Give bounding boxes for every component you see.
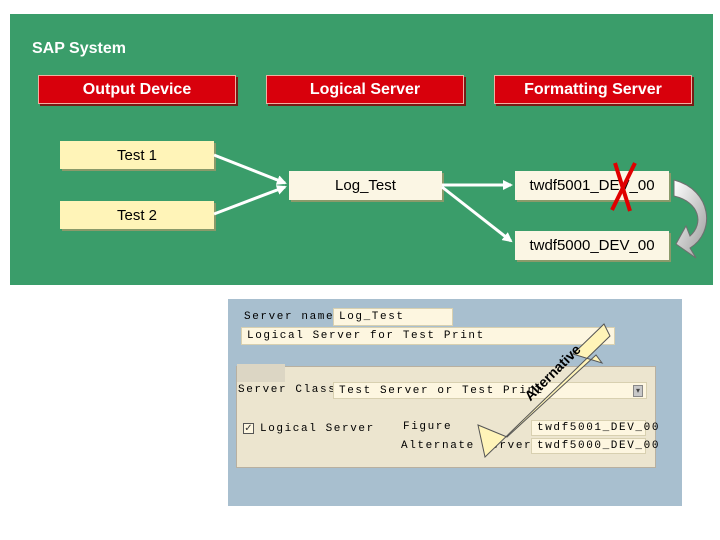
server-class-label: Server Class	[238, 384, 337, 396]
server-name-input[interactable]: Log_Test	[333, 308, 453, 326]
logical-server-checkbox[interactable]: ✓	[243, 423, 254, 434]
server-name-label: Server name	[244, 311, 335, 323]
dropdown-icon[interactable]: ▾	[633, 385, 643, 397]
formatting-server-header: Formatting Server	[494, 75, 692, 104]
group-tab	[237, 364, 285, 382]
figure-server-input[interactable]: twdf5001_DEV_00	[531, 420, 658, 436]
logical-server-checkbox-label: Logical Server	[260, 423, 375, 435]
alternate-server-input[interactable]: twdf5000_DEV_00	[531, 438, 658, 454]
output-device-test1: Test 1	[60, 141, 214, 169]
server-class-select[interactable]: Test Server or Test Print	[333, 382, 647, 399]
sap-system-title: SAP System	[32, 40, 126, 57]
server-description-input[interactable]: Logical Server for Test Print	[241, 327, 615, 345]
output-device-header: Output Device	[38, 75, 236, 104]
alternate-servers-label: Alternate Servers	[401, 440, 541, 452]
output-device-test2: Test 2	[60, 201, 214, 229]
logical-server-header: Logical Server	[266, 75, 464, 104]
figure-label: Figure	[403, 421, 453, 433]
formatting-server-primary: twdf5001_DEV_00	[515, 171, 669, 200]
logical-server-box: Log_Test	[289, 171, 442, 200]
formatting-server-alternate: twdf5000_DEV_00	[515, 231, 669, 260]
